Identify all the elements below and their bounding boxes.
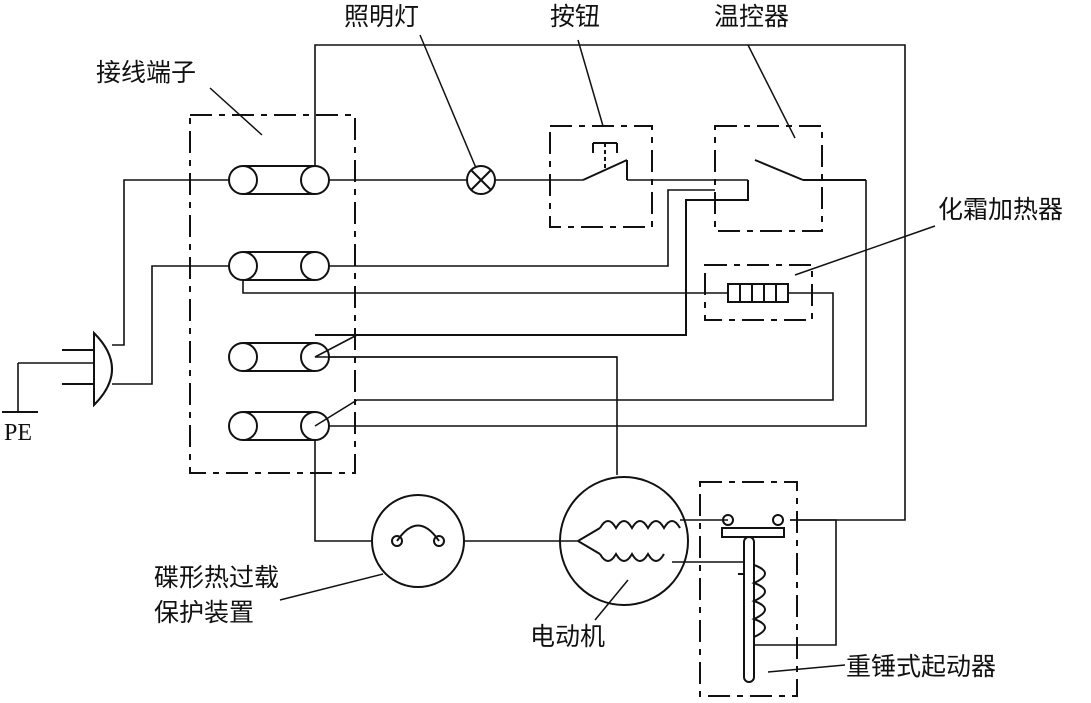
leader-thermostat xyxy=(747,44,796,139)
label-motor: 电动机 xyxy=(530,622,606,651)
leader-heater xyxy=(794,225,936,276)
wire-terminal2-to-thermostat xyxy=(329,189,715,267)
thermostat-box xyxy=(714,125,823,232)
lamp-symbol xyxy=(466,165,496,195)
leader-button xyxy=(577,39,604,127)
label-starter: 重锤式起动器 xyxy=(846,652,997,681)
wire-heater-left xyxy=(242,280,728,294)
leader-overload xyxy=(279,573,384,601)
terminal-pair-3 xyxy=(228,342,330,372)
overload-protector xyxy=(371,494,465,588)
terminal-pair-4 xyxy=(228,411,330,441)
terminal-pair-2 xyxy=(228,251,330,281)
label-overload-line2: 保护装置 xyxy=(154,598,255,627)
terminal-block-box xyxy=(189,114,356,474)
label-terminal-block: 接线端子 xyxy=(96,58,197,87)
terminal-pair-1 xyxy=(228,165,330,195)
leader-starter xyxy=(767,664,846,673)
ground-symbol xyxy=(2,363,38,413)
wire-thermostat-right xyxy=(329,180,867,427)
thermostat-switch xyxy=(315,159,866,336)
starter-contacts xyxy=(721,514,785,683)
wire-top-loop xyxy=(314,44,906,521)
wire-heater-right xyxy=(314,292,834,427)
motor xyxy=(559,476,689,606)
label-thermostat: 温控器 xyxy=(714,2,790,31)
wire-starter-coil-out xyxy=(754,519,837,646)
wire-terminal3-to-motor xyxy=(314,334,618,475)
label-overload-line1: 碟形热过载 xyxy=(154,563,280,592)
label-defrost-heater: 化霜加热器 xyxy=(938,195,1064,224)
label-pe: PE xyxy=(4,420,33,446)
starter-box xyxy=(699,481,798,697)
leader-lamp xyxy=(419,34,477,169)
heater-element xyxy=(727,283,789,303)
wire-plug-top xyxy=(112,179,229,346)
wire-plug-bottom xyxy=(112,265,229,385)
leader-motor xyxy=(594,579,629,621)
label-button: 按钮 xyxy=(550,2,601,31)
wire-overload-left xyxy=(314,440,372,542)
button-switch xyxy=(582,142,628,181)
leader-terminal-block xyxy=(209,87,263,136)
label-lamp: 照明灯 xyxy=(344,2,420,31)
power-plug xyxy=(18,330,113,408)
button-box xyxy=(549,125,653,228)
